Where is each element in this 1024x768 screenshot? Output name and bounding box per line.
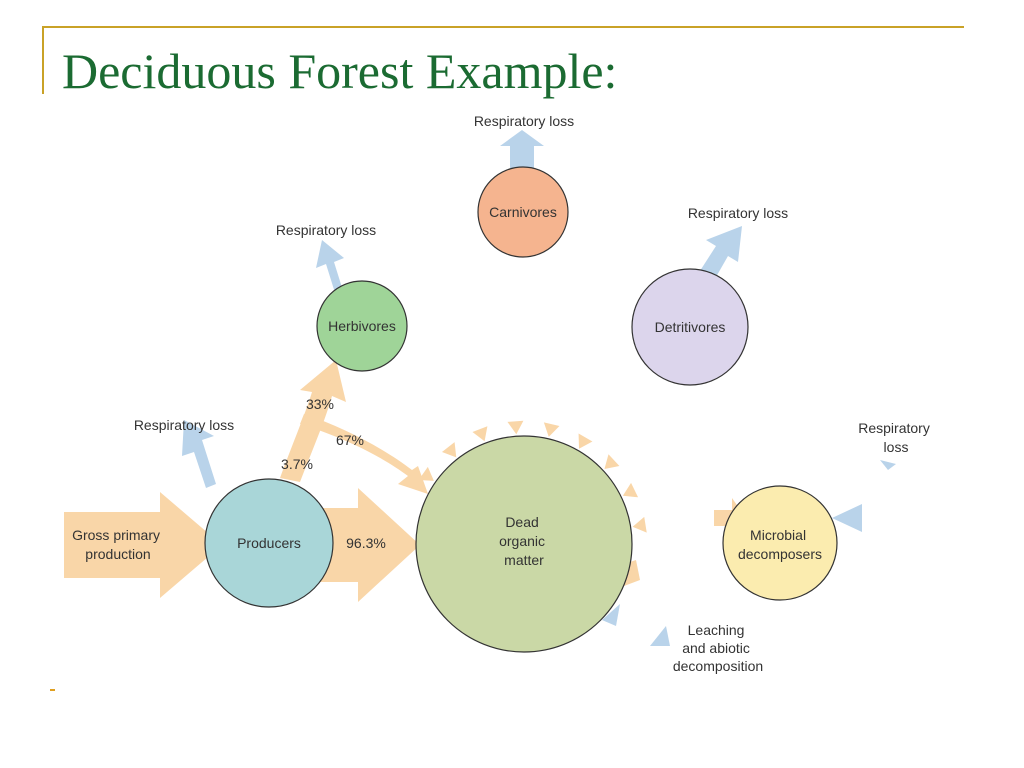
dead-organic-matter-label: Dead organic matter <box>499 514 549 568</box>
respiratory-arrows <box>182 130 896 646</box>
herbivores-label: Herbivores <box>328 318 396 334</box>
to-herbivores-pct: 33% <box>306 396 334 412</box>
herbivores-respiratory-arrow <box>316 240 344 296</box>
carnivores-node <box>477 166 569 258</box>
detritivores-node <box>631 268 749 386</box>
slide-title: Deciduous Forest Example: <box>62 43 618 99</box>
detritus-return-marker <box>418 466 434 481</box>
detritus-return-marker <box>441 442 457 458</box>
carnivores-respiratory-loss: Respiratory loss <box>474 113 574 129</box>
microbial-decomposers-node <box>722 485 838 601</box>
gross-primary-production-arrow <box>64 492 222 598</box>
producers-to-dead-organic-pct: 96.3% <box>346 535 386 551</box>
microbial-decomposers-label: Microbial decomposers <box>738 527 822 562</box>
detritus-return-marker <box>632 516 647 533</box>
detritivores-respiratory-arrow <box>698 226 742 284</box>
producers-respiration-pct: 3.7% <box>281 456 313 472</box>
gross-primary-production-label: Gross primary production <box>72 527 164 562</box>
slide-frame-vertical <box>42 26 44 94</box>
producers-node <box>204 478 334 608</box>
detritivores-label: Detritivores <box>655 319 726 335</box>
detritus-return-marker <box>472 426 488 442</box>
carnivores-respiratory-arrow <box>500 130 544 168</box>
branch-to-dead-organic-arrow <box>300 414 428 494</box>
detritus-return-markers <box>418 420 647 533</box>
producers-to-dead-organic-arrow <box>318 488 420 602</box>
detritus-return-marker <box>507 420 524 435</box>
detritus-return-marker <box>604 454 620 469</box>
leaching-label: Leaching and abiotic decomposition <box>673 622 763 674</box>
producers-label: Producers <box>237 535 301 551</box>
to-dead-organic-pct: 67% <box>336 432 364 448</box>
herbivores-respiratory-loss: Respiratory loss <box>276 222 376 238</box>
energy-flows <box>64 360 746 602</box>
footer-mark <box>50 689 55 691</box>
detritus-return-marker <box>622 482 639 498</box>
microbial-respiratory-loss: Respiratory loss <box>858 420 933 455</box>
dead-organic-leaching-notch <box>602 604 620 626</box>
leaching-arrow <box>650 626 670 646</box>
detritus-return-marker <box>543 422 560 437</box>
detritus-return-marker <box>578 433 593 449</box>
detritivores-respiratory-loss: Respiratory loss <box>688 205 788 221</box>
producers-respiratory-arrow <box>182 420 216 488</box>
carnivores-label: Carnivores <box>489 204 557 220</box>
herbivores-node <box>316 280 408 372</box>
producers-respiratory-loss: Respiratory loss <box>134 417 234 433</box>
slide-frame-horizontal <box>42 26 964 28</box>
dead-organic-matter-node <box>415 435 633 653</box>
microbial-respiratory-arrow <box>832 504 862 532</box>
microbial-respiratory-tip <box>880 460 896 470</box>
